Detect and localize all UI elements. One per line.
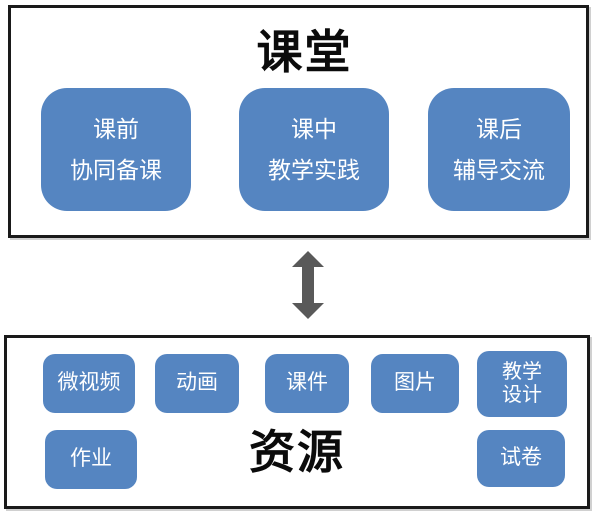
resource-label: 作业	[70, 447, 112, 471]
stage-node-line1: 课前	[93, 115, 139, 142]
double-arrow-icon	[291, 251, 325, 319]
resource-node-pictures: 图片	[371, 354, 459, 413]
stage-node-after-class: 课后 辅导交流	[428, 88, 570, 211]
resource-label-line1: 教学	[502, 361, 542, 383]
resource-label: 微视频	[57, 371, 121, 395]
resource-label: 动画	[176, 371, 218, 395]
classroom-title: 课堂	[256, 26, 353, 78]
resource-node-microvideo: 微视频	[43, 354, 135, 413]
stage-node-line1: 课后	[476, 115, 522, 142]
resource-node-homework: 作业	[45, 430, 137, 489]
stage-node-pre-class: 课前 协同备课	[41, 88, 191, 211]
stage-node-line2: 教学实践	[268, 156, 360, 183]
resource-node-courseware: 课件	[265, 354, 349, 413]
stage-node-line1: 课中	[291, 115, 337, 142]
resource-node-animation: 动画	[155, 354, 239, 413]
resource-node-teaching-design: 教学 设计	[477, 351, 567, 417]
resources-panel: 微视频 动画 课件 图片 教学 设计 作业 资源 试卷	[4, 335, 590, 509]
classroom-panel: 课堂 课前 协同备课 课中 教学实践 课后 辅导交流	[8, 5, 589, 238]
resource-label-line2: 设计	[502, 384, 542, 406]
resource-label: 图片	[394, 371, 436, 395]
resource-node-testpaper: 试卷	[477, 430, 565, 487]
stage-node-line2: 辅导交流	[453, 156, 545, 183]
resource-label: 课件	[286, 371, 328, 395]
stage-node-line2: 协同备课	[70, 156, 162, 183]
stage-node-in-class: 课中 教学实践	[239, 88, 389, 211]
resource-label: 试卷	[500, 446, 542, 470]
resources-title: 资源	[249, 426, 345, 478]
